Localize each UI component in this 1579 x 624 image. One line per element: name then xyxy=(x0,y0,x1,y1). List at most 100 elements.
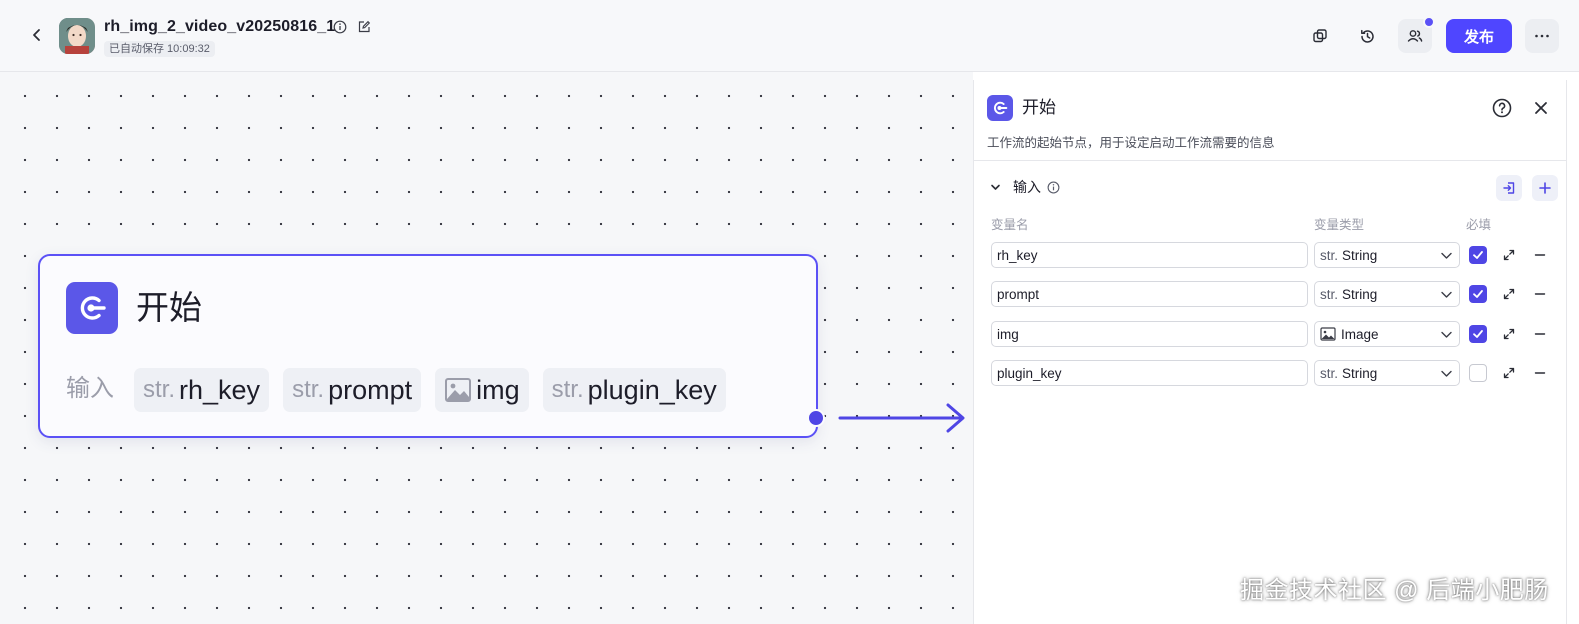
start-node-title: 开始 xyxy=(136,289,202,326)
more-icon xyxy=(1535,34,1549,38)
info-icon[interactable] xyxy=(1047,181,1060,194)
variable-name-input[interactable] xyxy=(991,360,1308,386)
chevron-left-icon xyxy=(33,29,40,41)
variable-name-input[interactable] xyxy=(991,242,1308,268)
type-prefix: str. xyxy=(1320,365,1339,381)
input-chip: str. rh_key xyxy=(134,368,270,412)
input-chip-type: str. xyxy=(143,376,176,403)
expand-icon xyxy=(1503,288,1515,300)
add-variable-button[interactable] xyxy=(1532,175,1558,201)
top-bar: rh_img_2_video_v20250816_1 已自动保存 10:09:3… xyxy=(0,0,1579,72)
input-chip: str. plugin_key xyxy=(542,368,726,412)
expand-button[interactable] xyxy=(1501,247,1517,263)
back-button[interactable] xyxy=(26,24,48,46)
expand-button[interactable] xyxy=(1501,365,1517,381)
input-chip: str. prompt xyxy=(283,368,422,412)
copy-button[interactable] xyxy=(1303,19,1337,53)
publish-button[interactable]: 发布 xyxy=(1446,19,1512,53)
chevron-down-icon xyxy=(1440,328,1453,341)
minus-icon xyxy=(1534,333,1546,335)
section-title: 输入 xyxy=(1013,179,1041,195)
node-input-label: 输入 xyxy=(66,375,114,402)
variable-type-select[interactable]: str. String xyxy=(1314,242,1460,268)
type-prefix: str. xyxy=(1320,286,1339,302)
close-icon xyxy=(1535,102,1547,114)
plus-icon xyxy=(1539,182,1551,194)
expand-icon xyxy=(1503,367,1515,379)
more-button[interactable] xyxy=(1525,19,1559,53)
column-header-name: 变量名 xyxy=(991,218,1029,232)
chevron-down-icon[interactable] xyxy=(987,179,1003,195)
minus-icon xyxy=(1534,372,1546,374)
expand-icon xyxy=(1503,249,1515,261)
check-icon xyxy=(1473,251,1483,259)
expand-button[interactable] xyxy=(1501,326,1517,342)
required-checkbox[interactable] xyxy=(1469,246,1487,264)
expand-button[interactable] xyxy=(1501,286,1517,302)
inputs-section-header: 输入 xyxy=(987,176,1060,198)
remove-button[interactable] xyxy=(1532,247,1548,263)
app-avatar xyxy=(59,18,95,54)
required-checkbox[interactable] xyxy=(1469,325,1487,343)
close-button[interactable] xyxy=(1530,97,1552,119)
watermark: 掘金技术社区 @ 后端小肥肠 xyxy=(1240,577,1549,604)
divider xyxy=(974,160,1567,161)
import-icon xyxy=(1503,182,1515,194)
history-button[interactable] xyxy=(1350,19,1384,53)
node-config-panel: 开始 工作流的起始节点，用于设定启动工作流需要的信息 输入 变量名 变量类型 必… xyxy=(973,80,1567,624)
panel-title: 开始 xyxy=(1022,98,1056,117)
input-chip-type: str. xyxy=(292,376,325,403)
notification-dot xyxy=(1423,16,1435,28)
node-input-chips: str. rh_key str. prompt img str. plugin_… xyxy=(134,368,726,412)
start-node[interactable]: 开始 输入 str. rh_key str. prompt img str. p… xyxy=(38,254,818,438)
type-value: Image xyxy=(1341,326,1379,342)
remove-button[interactable] xyxy=(1532,326,1548,342)
check-icon xyxy=(1473,290,1483,298)
column-header-required: 必填 xyxy=(1466,218,1492,232)
required-checkbox[interactable] xyxy=(1469,364,1487,382)
minus-icon xyxy=(1534,254,1546,256)
type-value: String xyxy=(1342,365,1378,381)
image-icon xyxy=(444,377,472,403)
start-node-icon xyxy=(987,95,1013,121)
help-icon xyxy=(1492,98,1512,118)
variable-row: str. String xyxy=(991,281,1551,307)
input-chip-name: plugin_key xyxy=(587,374,717,405)
connection-arrow xyxy=(838,403,965,433)
variable-row: Image xyxy=(991,321,1551,347)
remove-button[interactable] xyxy=(1532,286,1548,302)
variable-row: str. String xyxy=(991,360,1551,386)
required-checkbox[interactable] xyxy=(1469,285,1487,303)
type-value: String xyxy=(1342,286,1378,302)
chevron-down-icon xyxy=(1440,367,1453,380)
chevron-down-icon xyxy=(1440,249,1453,262)
remove-button[interactable] xyxy=(1532,365,1548,381)
help-button[interactable] xyxy=(1491,97,1513,119)
input-chip-name: prompt xyxy=(328,374,413,405)
input-chip-name: img xyxy=(476,374,520,405)
node-output-port[interactable] xyxy=(807,409,825,427)
info-icon[interactable] xyxy=(332,19,348,35)
input-chip: img xyxy=(435,368,529,412)
variable-type-select[interactable]: Image xyxy=(1314,321,1460,347)
import-variables-button[interactable] xyxy=(1496,175,1522,201)
copy-icon xyxy=(1313,29,1327,43)
type-value: String xyxy=(1342,247,1378,263)
column-header-type: 变量类型 xyxy=(1314,218,1365,232)
edit-icon[interactable] xyxy=(356,19,372,35)
collaborators-button[interactable] xyxy=(1398,16,1435,53)
variable-name-input[interactable] xyxy=(991,281,1308,307)
chevron-down-icon xyxy=(1440,288,1453,301)
input-chip-type: str. xyxy=(551,376,584,403)
expand-icon xyxy=(1503,328,1515,340)
variable-type-select[interactable]: str. String xyxy=(1314,360,1460,386)
panel-description: 工作流的起始节点，用于设定启动工作流需要的信息 xyxy=(987,136,1275,150)
minus-icon xyxy=(1534,293,1546,295)
variable-name-input[interactable] xyxy=(991,321,1308,347)
variable-type-select[interactable]: str. String xyxy=(1314,281,1460,307)
type-prefix: str. xyxy=(1320,247,1339,263)
image-icon xyxy=(1320,327,1336,341)
history-icon xyxy=(1360,29,1374,43)
variable-row: str. String xyxy=(991,242,1551,268)
autosave-status: 已自动保存 10:09:32 xyxy=(104,41,215,57)
